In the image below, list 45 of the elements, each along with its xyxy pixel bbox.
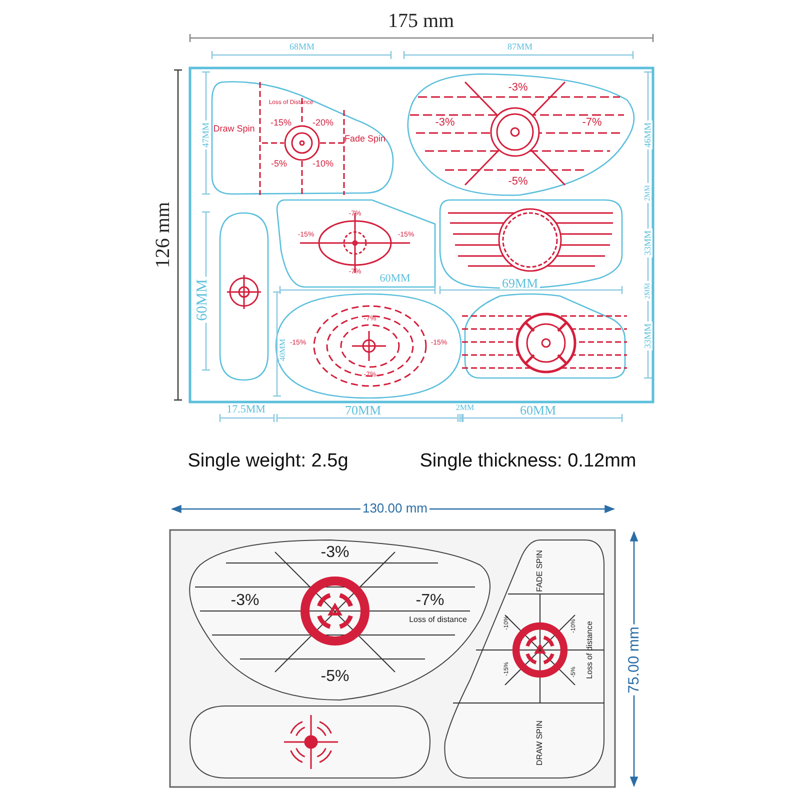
percent-label: -3% [508,82,528,94]
percent-label: -3% [230,593,260,609]
sticker-outline [464,293,626,380]
dimension-label: 60MM [520,404,556,416]
spec-note: Single thickness: 0.12mm [420,452,636,470]
sticker-outline [439,199,623,289]
dimension-label: 70MM [344,404,382,416]
percent-label: -10% [312,160,334,168]
percent-label: -15% [270,118,292,128]
sticker-outline [220,213,268,381]
sticker-sheet [168,528,618,790]
distance-label: Loss of distance [409,616,467,624]
dimension-label: 126 mm [153,202,173,268]
dimension-label: 17.5MM [226,404,266,416]
dimension-label: 69MM [500,276,540,290]
distance-label: Loss of distance [586,621,594,679]
dimension-label: 60MM [378,274,412,284]
percent-label: -3% [435,118,455,128]
dimension-label: 130.00 mm [360,502,430,514]
sticker-outline [189,705,431,779]
percent-label: -20% [312,118,334,128]
dimension-label: 40MM [279,336,287,364]
sticker-sheet [188,66,655,404]
dimension-label: 2MM [456,404,474,412]
sticker-outline [275,293,463,400]
dimension-label: 175 mm [388,11,454,31]
dimension-label: 33MM [644,322,652,350]
spin-label: Fade Spin [344,134,386,144]
dimension-label: 68MM [290,42,314,52]
percent-label: -7% [416,593,444,609]
spec-note: Single weight: 2.5g [188,452,348,470]
dimension-label: 46MM [644,120,652,150]
dimension-label: 33MM [644,228,652,258]
percent-label: -3% [320,545,350,561]
dimension-label: 47MM [202,120,210,150]
dimension-label: 87MM [508,42,532,52]
dimension-label: 75.00 mm [626,624,642,696]
percent-label: -5% [320,669,350,685]
sticker-outline [210,80,394,196]
spin-label: DRAW SPIN [536,720,544,766]
percent-label: -5% [508,176,528,188]
percent-label: -7% [582,118,602,128]
percent-label: -5% [271,160,287,168]
spin-label: Draw Spin [213,124,255,134]
spin-label: FADE SPIN [536,550,544,592]
